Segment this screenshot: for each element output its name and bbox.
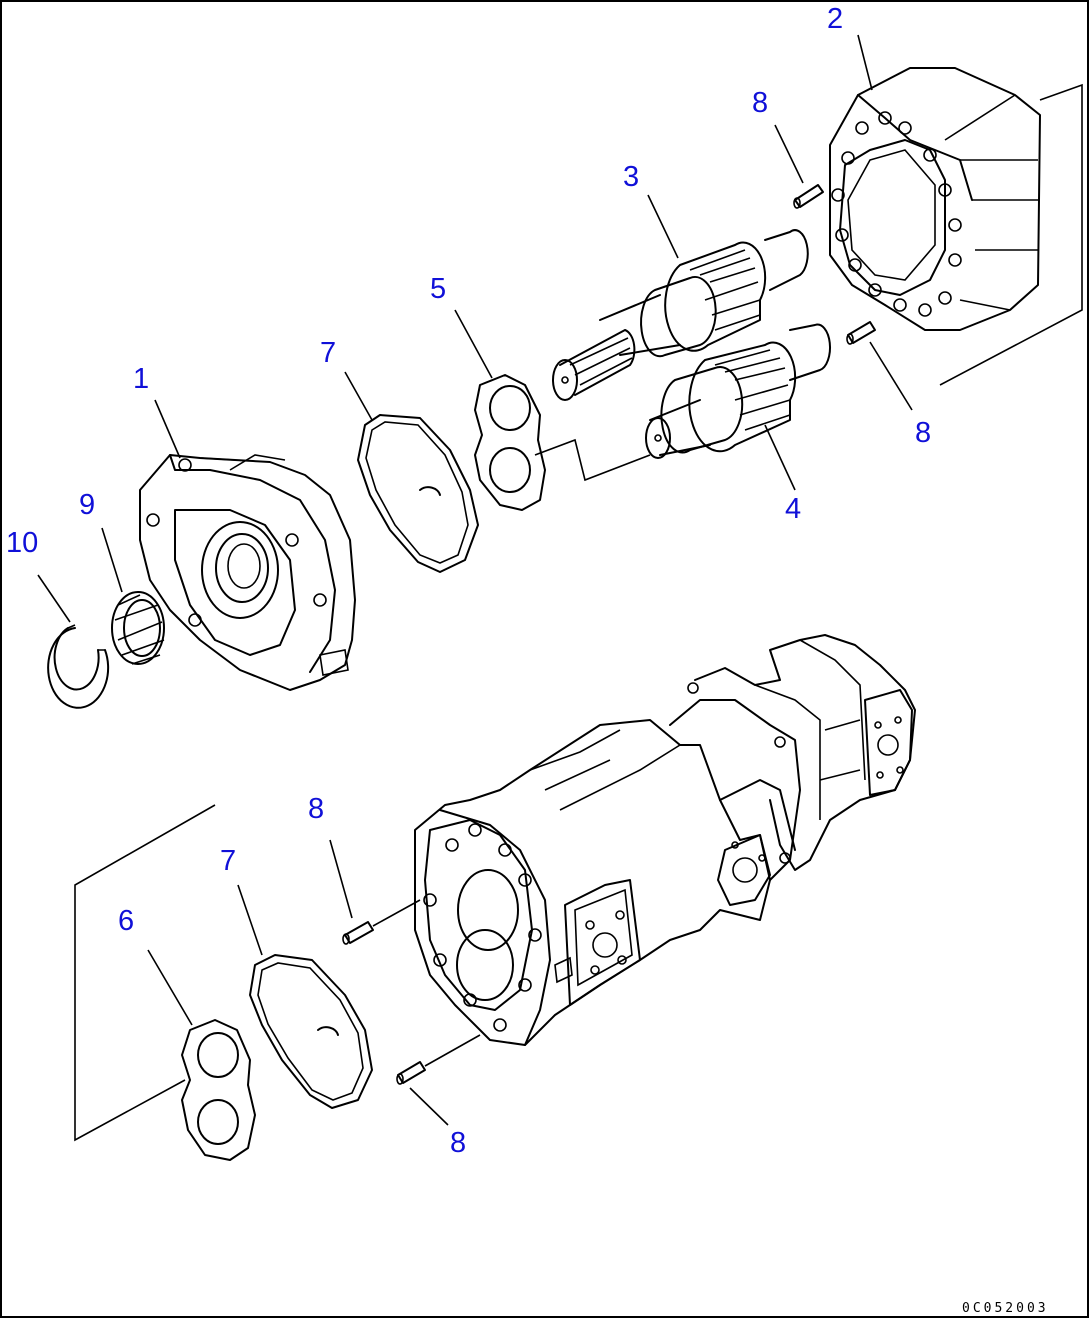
drawing-code: 0C052003 — [962, 1301, 1049, 1316]
part-7-gasket-upper — [357, 414, 479, 573]
label-part-1: 1 — [133, 363, 149, 395]
leader-lines — [37, 34, 913, 1126]
part-8-dowel-pin-top — [793, 184, 824, 209]
label-part-9: 9 — [79, 489, 95, 521]
reference-line-lower — [74, 804, 216, 1142]
label-part-6: 6 — [118, 905, 134, 937]
part-1-front-cover — [139, 454, 356, 691]
part-5-wear-plate — [474, 374, 546, 511]
label-part-8-top: 8 — [752, 87, 768, 119]
part-8-dowel-pin-right — [846, 321, 876, 345]
part-8-dowel-pin-lower-lower — [396, 1034, 481, 1085]
reference-line-upper — [534, 438, 651, 482]
label-part-7-upper: 7 — [320, 337, 336, 369]
label-part-4: 4 — [785, 493, 801, 525]
part-6-wear-plate — [181, 1019, 256, 1161]
label-part-8-lower-lower: 8 — [450, 1127, 466, 1159]
label-part-7-lower: 7 — [220, 845, 236, 877]
label-part-5: 5 — [430, 273, 446, 305]
label-part-8-lower-upper: 8 — [308, 793, 324, 825]
part-labels: 1 2 3 4 5 6 7 7 8 8 8 8 9 10 — [6, 3, 931, 1159]
part-7-gasket-lower — [249, 954, 373, 1109]
label-part-2: 2 — [827, 3, 843, 35]
part-2-gear-case — [829, 67, 1083, 386]
label-part-3: 3 — [623, 161, 639, 193]
part-4-driven-gear-shaft — [645, 323, 832, 459]
part-9-oil-seal — [111, 591, 165, 665]
label-part-10: 10 — [6, 527, 38, 559]
label-part-8-right: 8 — [915, 417, 931, 449]
part-10-snap-ring — [47, 624, 110, 709]
part-8-dowel-pin-lower-upper — [342, 899, 421, 945]
pump-assembly — [414, 634, 916, 1046]
part-3-drive-gear-shaft — [552, 229, 809, 401]
